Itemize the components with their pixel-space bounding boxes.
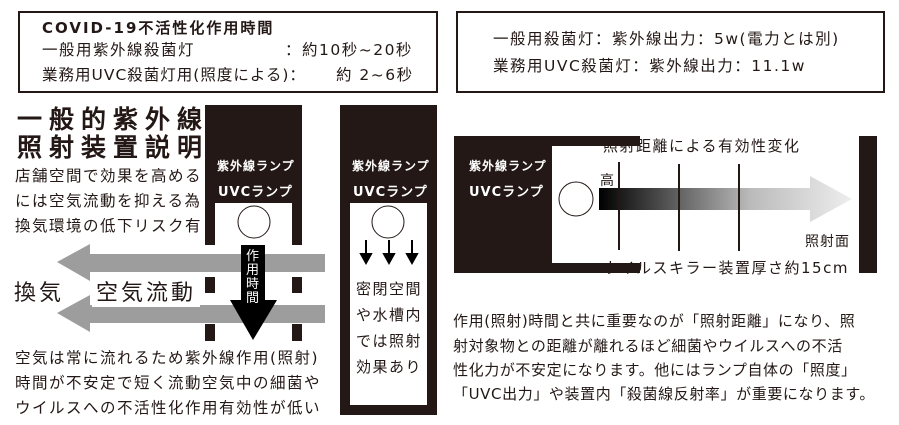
sealed-text: 密閉空間	[356, 280, 423, 298]
airflow-label: 空気流動	[92, 275, 201, 307]
inactivation-time-box	[18, 11, 438, 93]
intro-line: には空気流動を抑える為	[15, 192, 202, 210]
general-lamp-time: ：約10秒~20秒	[285, 41, 413, 59]
inactivation-title: COVID-19不活性化作用時間	[42, 19, 275, 37]
commercial-lamp-time: 約 2~6秒	[336, 66, 414, 84]
commercial-lamp-label: 業務用UVC殺菌灯用(照度による)：	[42, 66, 306, 84]
intro-line: 店舗空間で効果を高める	[15, 167, 203, 185]
sealed-text: 効果あり	[356, 358, 423, 376]
bottom-left-line: 時間が不安定で短く流動空気中の細菌や	[15, 374, 322, 392]
intro-line: 換気環境の低下リスク有	[15, 217, 203, 235]
distance-title: 照射距離による有効性変化	[603, 137, 801, 155]
sealed-lamp-housing	[340, 105, 437, 415]
action-time-label: 作用時間	[246, 249, 260, 306]
action-time-arrow-icon	[230, 245, 277, 340]
lamp-label: 紫外線ランプ	[352, 159, 430, 173]
sealed-text: では照射	[356, 332, 423, 350]
general-lamp-label: 一般用紫外線殺菌灯	[42, 41, 196, 59]
bottom-right-line: 性化力が不安定になります。他にはランプ自体の「照度」	[453, 361, 857, 379]
bottom-right-line: 作用(照射)時間と共に重要なのが「照射距離」になり、照	[453, 312, 856, 330]
bottom-right-line: 「UVC出力」や装置内「殺菌線反射率」が重要になります。	[453, 385, 876, 403]
uv-output-box	[456, 11, 885, 93]
lamp-label: UVCランプ	[353, 185, 428, 200]
general-output: 一般用殺菌灯：紫外線出力：5w(電力とは別)	[493, 30, 840, 48]
distance-diagram	[454, 136, 877, 273]
lamp-bulb-icon	[237, 205, 271, 239]
lamp-label: 紫外線ランプ	[217, 159, 295, 173]
ventilation-label: 換気	[14, 281, 65, 306]
surface-label: 照射面	[805, 234, 850, 250]
sealed-text: や水槽内	[356, 306, 423, 324]
lamp-label: 紫外線ランプ	[469, 159, 547, 173]
open-lamp-housing	[205, 105, 302, 341]
lamp-label: UVCランプ	[469, 185, 544, 200]
heading-line1: 一般的紫外線	[17, 105, 210, 134]
bottom-left-line: ウイルスへの不活性化作用有効性が低い	[15, 399, 322, 417]
heading-line2: 照射装置説明	[17, 133, 210, 162]
commercial-output: 業務用UVC殺菌灯：紫外線出力：11.1w	[493, 57, 806, 75]
thickness-label: ウイルスキラー装置厚さ約15cm	[603, 259, 849, 277]
down-arrow-icon	[359, 240, 419, 266]
high-label: 高	[600, 173, 614, 189]
lamp-label: UVCランプ	[218, 185, 293, 200]
bottom-right-line: 射対象物との距離が離れるほど細菌やウイルスへの不活	[453, 337, 843, 355]
bottom-left-line: 空気は常に流れるため紫外線作用(照射)	[15, 349, 320, 367]
